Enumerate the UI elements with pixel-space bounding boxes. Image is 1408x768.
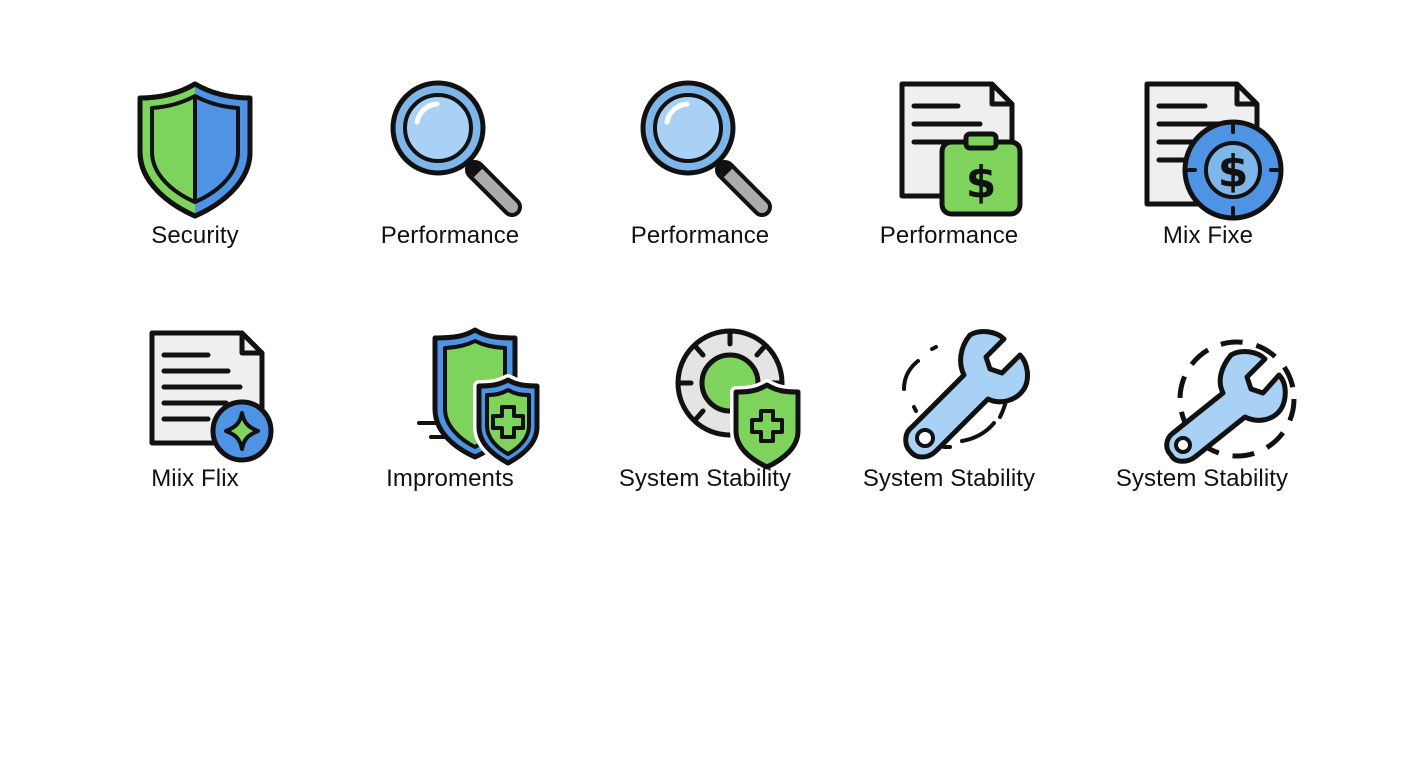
- magnifier-icon: [390, 80, 522, 217]
- icon-tile-system-stability[interactable]: System Stability: [1092, 313, 1312, 513]
- icon-label: Miix Flix: [151, 465, 239, 492]
- document-badge-icon: [149, 330, 274, 463]
- magnifier-icon: [640, 80, 772, 217]
- icon-tile-system-stability[interactable]: System Stability: [595, 313, 815, 513]
- invoice-dollar-icon: $: [899, 81, 1023, 217]
- icon-tile-performance[interactable]: Performance: [340, 70, 560, 270]
- icon-tile-miix-flix[interactable]: Miix Flix: [85, 313, 305, 513]
- svg-text:$: $: [966, 157, 997, 208]
- icon-label: System Stability: [1115, 465, 1289, 492]
- wrench-circle-icon: [1164, 339, 1297, 464]
- shield-plus-icon: [417, 327, 543, 469]
- icon-label: Performance: [380, 222, 520, 249]
- icon-tile-system-stability[interactable]: System Stability: [839, 313, 1059, 513]
- icon-label: Performance: [630, 222, 770, 249]
- wrench-icon: [902, 329, 1030, 460]
- icon-tile-security[interactable]: Security: [85, 70, 305, 270]
- icon-tile-improvements[interactable]: Impro​ments: [340, 313, 560, 513]
- icon-tile-performance[interactable]: Performance: [590, 70, 810, 270]
- icon-label: System Stability: [618, 465, 792, 492]
- icon-label: Impro​ments: [386, 465, 514, 492]
- shield-icon: [137, 81, 253, 219]
- icon-label: Performance: [879, 222, 1019, 249]
- svg-text:$: $: [1218, 146, 1249, 197]
- icon-tile-mix-fixe[interactable]: $ Mix Fixe: [1098, 70, 1318, 270]
- gear-shield-icon: [675, 328, 804, 473]
- icon-label: System Stability: [862, 465, 1036, 492]
- icon-label: Mix Fixe: [1162, 222, 1254, 249]
- document-dollar-icon: $: [1144, 81, 1284, 221]
- icon-label: Security: [151, 222, 239, 249]
- icon-tile-performance[interactable]: $ Performance: [839, 70, 1059, 270]
